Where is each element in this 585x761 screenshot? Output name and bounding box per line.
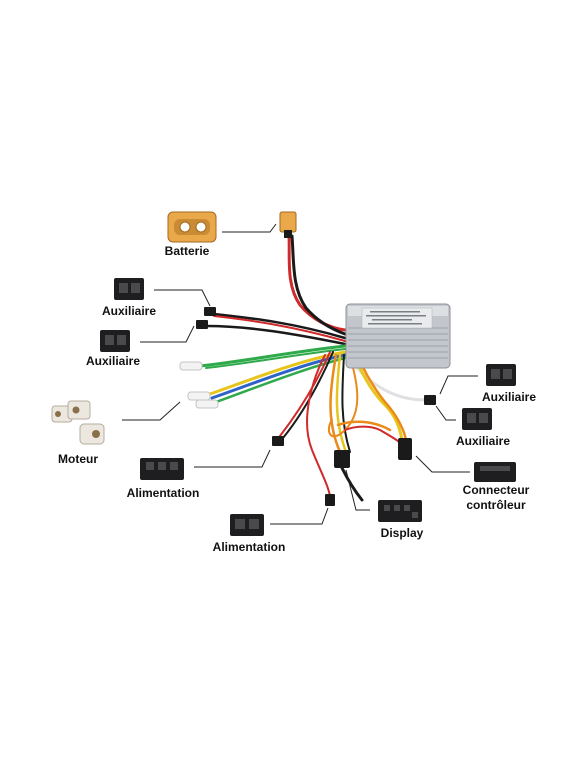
label-moteur: Moteur xyxy=(58,452,98,466)
motor-white-plug-1-icon xyxy=(179,361,203,371)
label-auxiliaire-2: Auxiliaire xyxy=(85,354,141,368)
leader-alimentation-1 xyxy=(194,449,271,468)
leader-auxiliaire-3 xyxy=(439,375,478,395)
label-batterie: Batterie xyxy=(164,244,210,258)
leader-auxiliaire-1 xyxy=(154,289,211,307)
power-small-plug-2-icon xyxy=(325,494,335,506)
aux-small-plug-1-icon xyxy=(204,307,216,316)
motor-connector-icon xyxy=(51,400,105,445)
label-display: Display xyxy=(380,526,424,540)
controller-small-plug-icon xyxy=(398,438,412,460)
display-small-plug-icon xyxy=(334,450,350,468)
aux-small-plug-right-icon xyxy=(424,395,436,405)
leader-auxiliaire-2 xyxy=(140,325,195,343)
aux-connector-left-2-icon xyxy=(100,330,130,352)
label-alimentation-1: Alimentation xyxy=(126,486,200,500)
leader-batterie xyxy=(222,223,277,233)
xt60-connector-icon xyxy=(167,211,217,243)
controller-box xyxy=(345,303,451,369)
label-alimentation-2: Alimentation xyxy=(212,540,286,554)
aux-small-plug-2-icon xyxy=(196,320,208,329)
power-small-plug-1-icon xyxy=(272,436,284,446)
aux-connector-left-1-icon xyxy=(114,278,144,300)
motor-white-plug-2-icon xyxy=(187,391,219,409)
label-auxiliaire-1: Auxiliaire xyxy=(101,304,157,318)
aux-connector-right-1-icon xyxy=(486,364,516,386)
display-connector-icon xyxy=(378,500,422,522)
battery-lead-plug-icon xyxy=(279,211,297,238)
leader-auxiliaire-4 xyxy=(435,405,456,421)
wire-bundle xyxy=(198,234,433,502)
leader-lines xyxy=(122,223,478,525)
label-auxiliaire-3: Auxiliaire xyxy=(481,390,537,404)
power-connector-2-icon xyxy=(230,514,264,536)
leader-connecteur-controleur xyxy=(415,455,470,473)
aux-connector-right-2-icon xyxy=(462,408,492,430)
leader-alimentation-2 xyxy=(270,507,329,525)
label-connecteur-line1: Connecteur xyxy=(462,483,530,497)
leader-moteur xyxy=(122,401,181,421)
label-auxiliaire-4: Auxiliaire xyxy=(455,434,511,448)
label-connecteur-line2: contrôleur xyxy=(466,498,526,512)
controller-connector-icon xyxy=(474,462,516,482)
power-connector-1-icon xyxy=(140,458,184,480)
leader-display xyxy=(345,469,370,511)
label-connecteur-controleur: Connecteur contrôleur xyxy=(456,483,536,513)
